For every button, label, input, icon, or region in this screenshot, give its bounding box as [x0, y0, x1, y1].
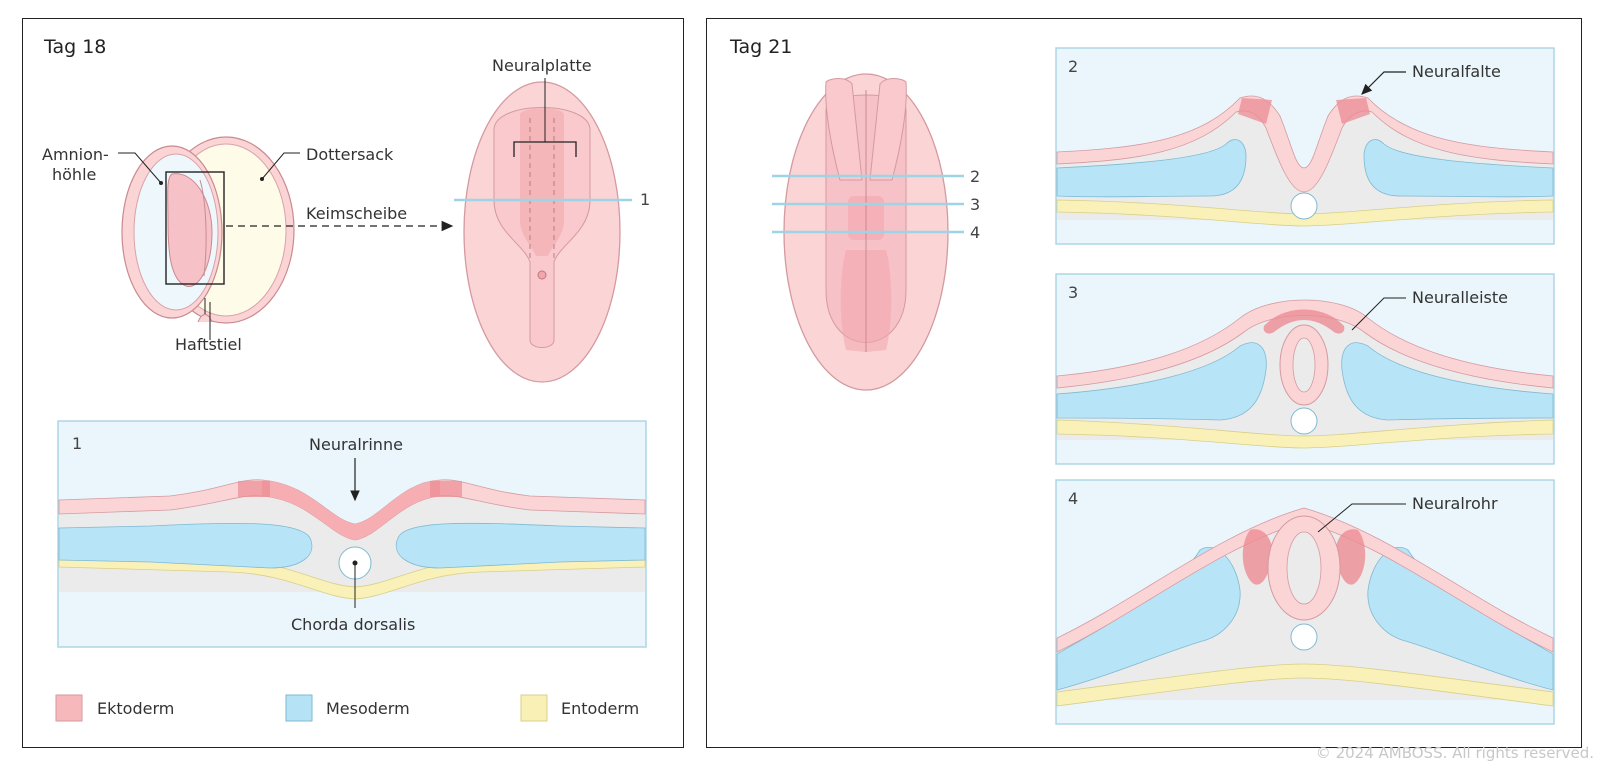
legend-label-mesoderm: Mesoderm	[326, 699, 410, 718]
keimscheibe-dorsal-view	[463, 81, 621, 383]
neuralrinne-label: Neuralrinne	[309, 435, 403, 454]
legend-label-entoderm: Entoderm	[561, 699, 639, 718]
amnion-label-line2: höhle	[52, 165, 96, 184]
legend-swatch-entoderm	[520, 694, 548, 722]
cross-section-2	[1055, 47, 1555, 245]
section-3-number: 3	[1068, 283, 1078, 302]
keimscheibe-label: Keimscheibe	[306, 204, 407, 223]
amnion-label: Amnion-	[42, 145, 109, 164]
keimscheibe-highlight-box	[165, 171, 225, 285]
haftstiel-label: Haftstiel	[175, 335, 242, 354]
neuralrohr-label: Neuralrohr	[1412, 494, 1498, 513]
neuralplatte-label: Neuralplatte	[492, 56, 592, 75]
copyright-notice: © 2024 AMBOSS. All rights reserved.	[1316, 744, 1594, 762]
chorda-label: Chorda dorsalis	[291, 615, 415, 634]
embryo-lateral-view	[121, 136, 295, 324]
cross-section-4	[1055, 479, 1555, 725]
neuralfalte-label: Neuralfalte	[1412, 62, 1501, 81]
legend-swatch-ektoderm	[55, 694, 83, 722]
cross-section-3	[1055, 273, 1555, 465]
day-21-title: Tag 21	[729, 36, 792, 58]
section-4-number: 4	[1068, 489, 1078, 508]
day-18-title: Tag 18	[43, 36, 106, 58]
legend-swatch-mesoderm	[285, 694, 313, 722]
section-1-number: 1	[72, 434, 82, 453]
section-4-marker: 4	[970, 223, 980, 242]
legend-label-ektoderm: Ektoderm	[97, 699, 174, 718]
neuralleiste-label: Neuralleiste	[1412, 288, 1508, 307]
dottersack-label: Dottersack	[306, 145, 394, 164]
section-2-number: 2	[1068, 57, 1078, 76]
cross-section-1	[57, 420, 647, 648]
section-1-marker: 1	[640, 190, 650, 209]
section-2-marker: 2	[970, 167, 980, 186]
legend: Ektoderm Mesoderm Entoderm	[55, 694, 639, 722]
section-3-marker: 3	[970, 195, 980, 214]
